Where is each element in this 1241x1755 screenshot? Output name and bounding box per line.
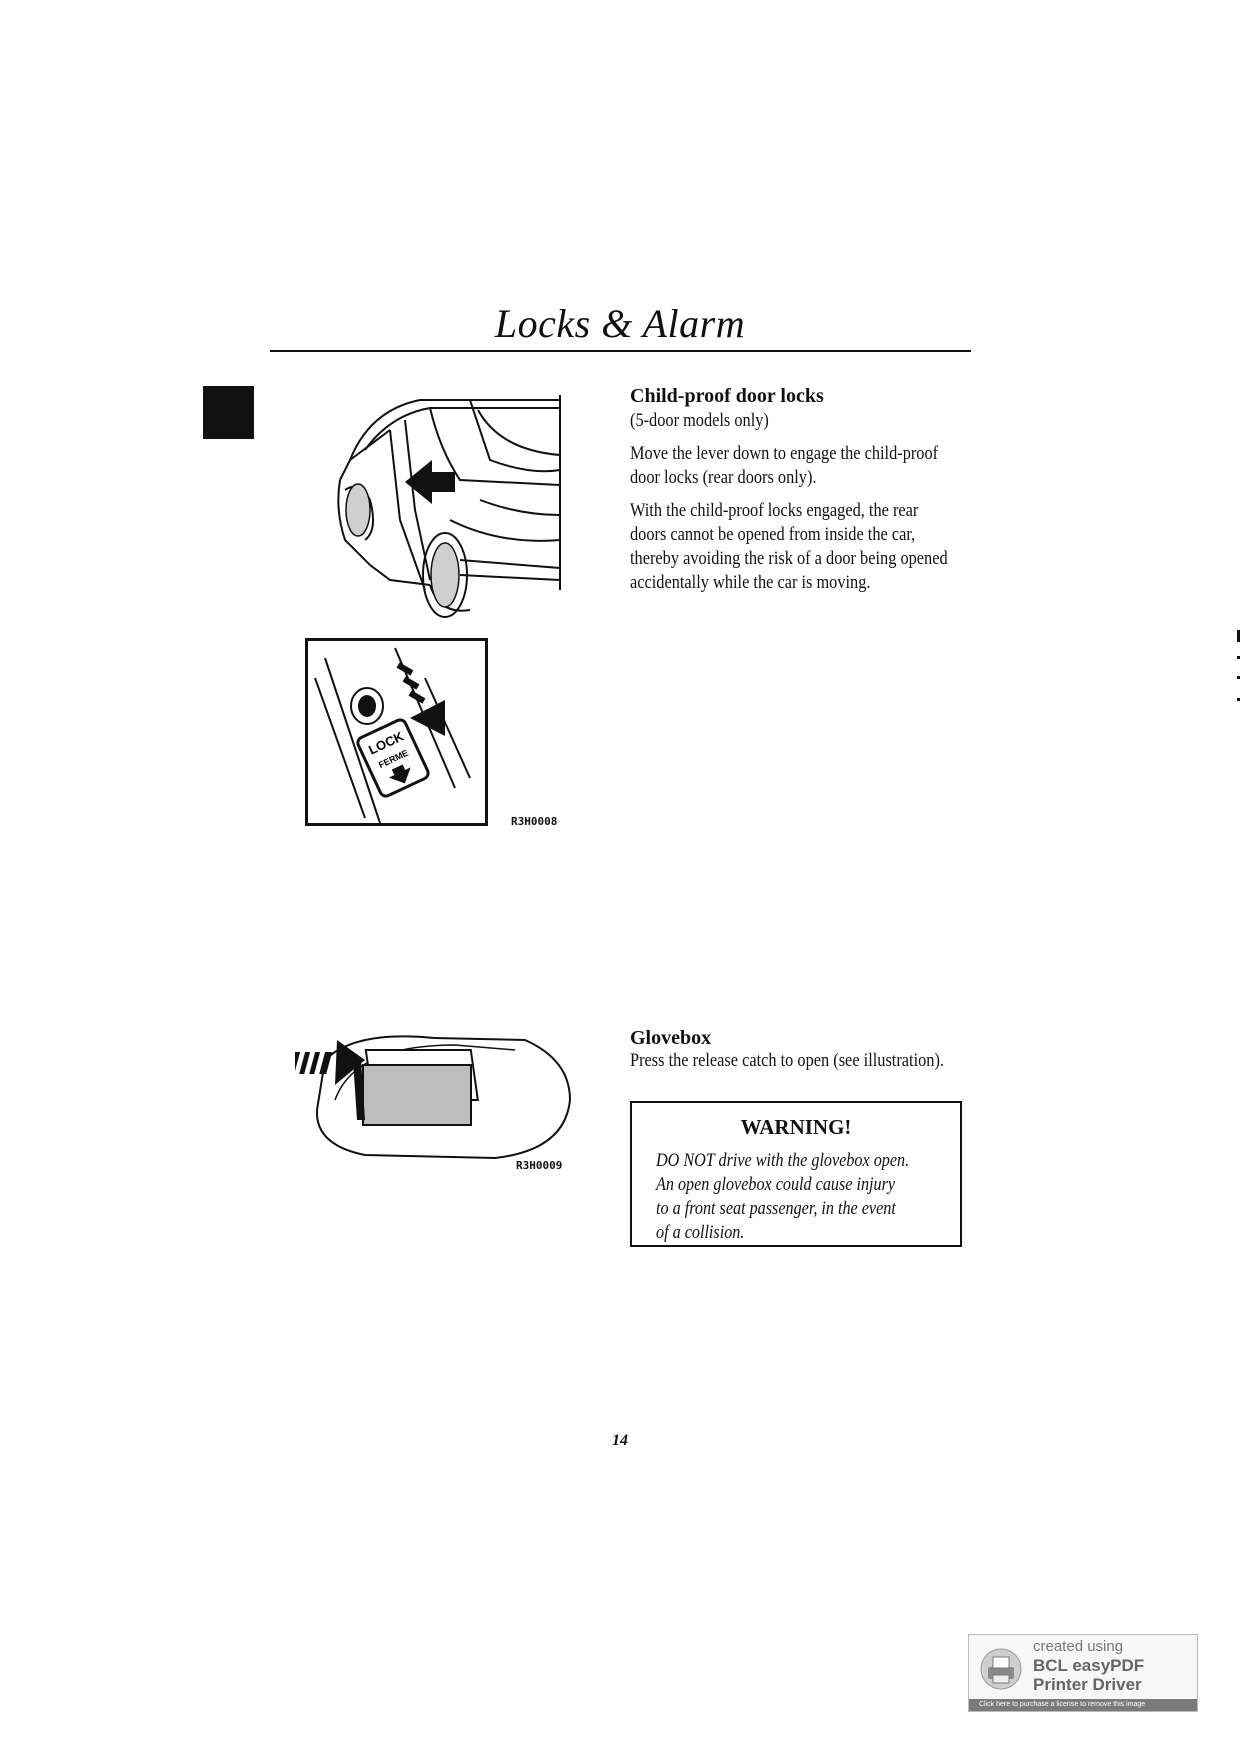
- warning-text: DO NOT drive with the glovebox open. An …: [656, 1149, 928, 1245]
- glovebox-heading: Glovebox: [630, 1027, 712, 1049]
- figure-code-r3h0009: R3H0009: [516, 1159, 563, 1172]
- dashed-arrow-icon: [396, 662, 445, 736]
- lever-arrow-icon: [405, 460, 455, 504]
- glovebox-paragraph: Press the release catch to open (see ill…: [630, 1050, 944, 1071]
- printer-icon: [980, 1648, 1022, 1690]
- car-rear-door-illustration: [337, 395, 561, 618]
- badge-line-1: created using: [1033, 1638, 1124, 1655]
- childproof-paragraph-2: With the child-proof locks engaged, the …: [630, 500, 948, 593]
- badge-line-3: Printer Driver: [1033, 1675, 1142, 1694]
- section-tab-marker: [203, 386, 254, 439]
- figure-code-r3h0008: R3H0008: [511, 815, 558, 828]
- warning-line-4: of a collision.: [656, 1222, 745, 1243]
- warning-line-2: An open glovebox could cause injury: [656, 1174, 896, 1195]
- page-title: Locks & Alarm: [494, 301, 746, 346]
- badge-line-2: BCL easyPDF: [1033, 1656, 1145, 1675]
- page-number: 14: [612, 1432, 628, 1449]
- pdf-driver-badge[interactable]: created using BCL easyPDF Printer Driver…: [968, 1634, 1198, 1712]
- edge-marks: [1237, 630, 1240, 701]
- glovebox-illustration: [295, 1035, 572, 1160]
- childproof-subheading: (5-door models only): [630, 410, 769, 431]
- warning-title: WARNING!: [740, 1115, 852, 1139]
- childproof-heading: Child-proof door locks: [630, 385, 824, 407]
- title-rule: [270, 350, 971, 352]
- warning-line-1: DO NOT drive with the glovebox open.: [656, 1150, 910, 1171]
- warning-line-3: to a front seat passenger, in the event: [656, 1198, 896, 1219]
- lock-lever-detail-illustration: LOCK FERME: [305, 638, 488, 826]
- down-arrow-icon: [388, 764, 411, 784]
- lever-knob-icon: [358, 695, 376, 717]
- badge-purchase-link[interactable]: Click here to purchase a license to remo…: [969, 1699, 1197, 1711]
- childproof-paragraph-1: Move the lever down to engage the child-…: [630, 443, 939, 488]
- warning-box: WARNING! DO NOT drive with the glovebox …: [630, 1101, 962, 1247]
- press-arrow-icon: [295, 1040, 365, 1085]
